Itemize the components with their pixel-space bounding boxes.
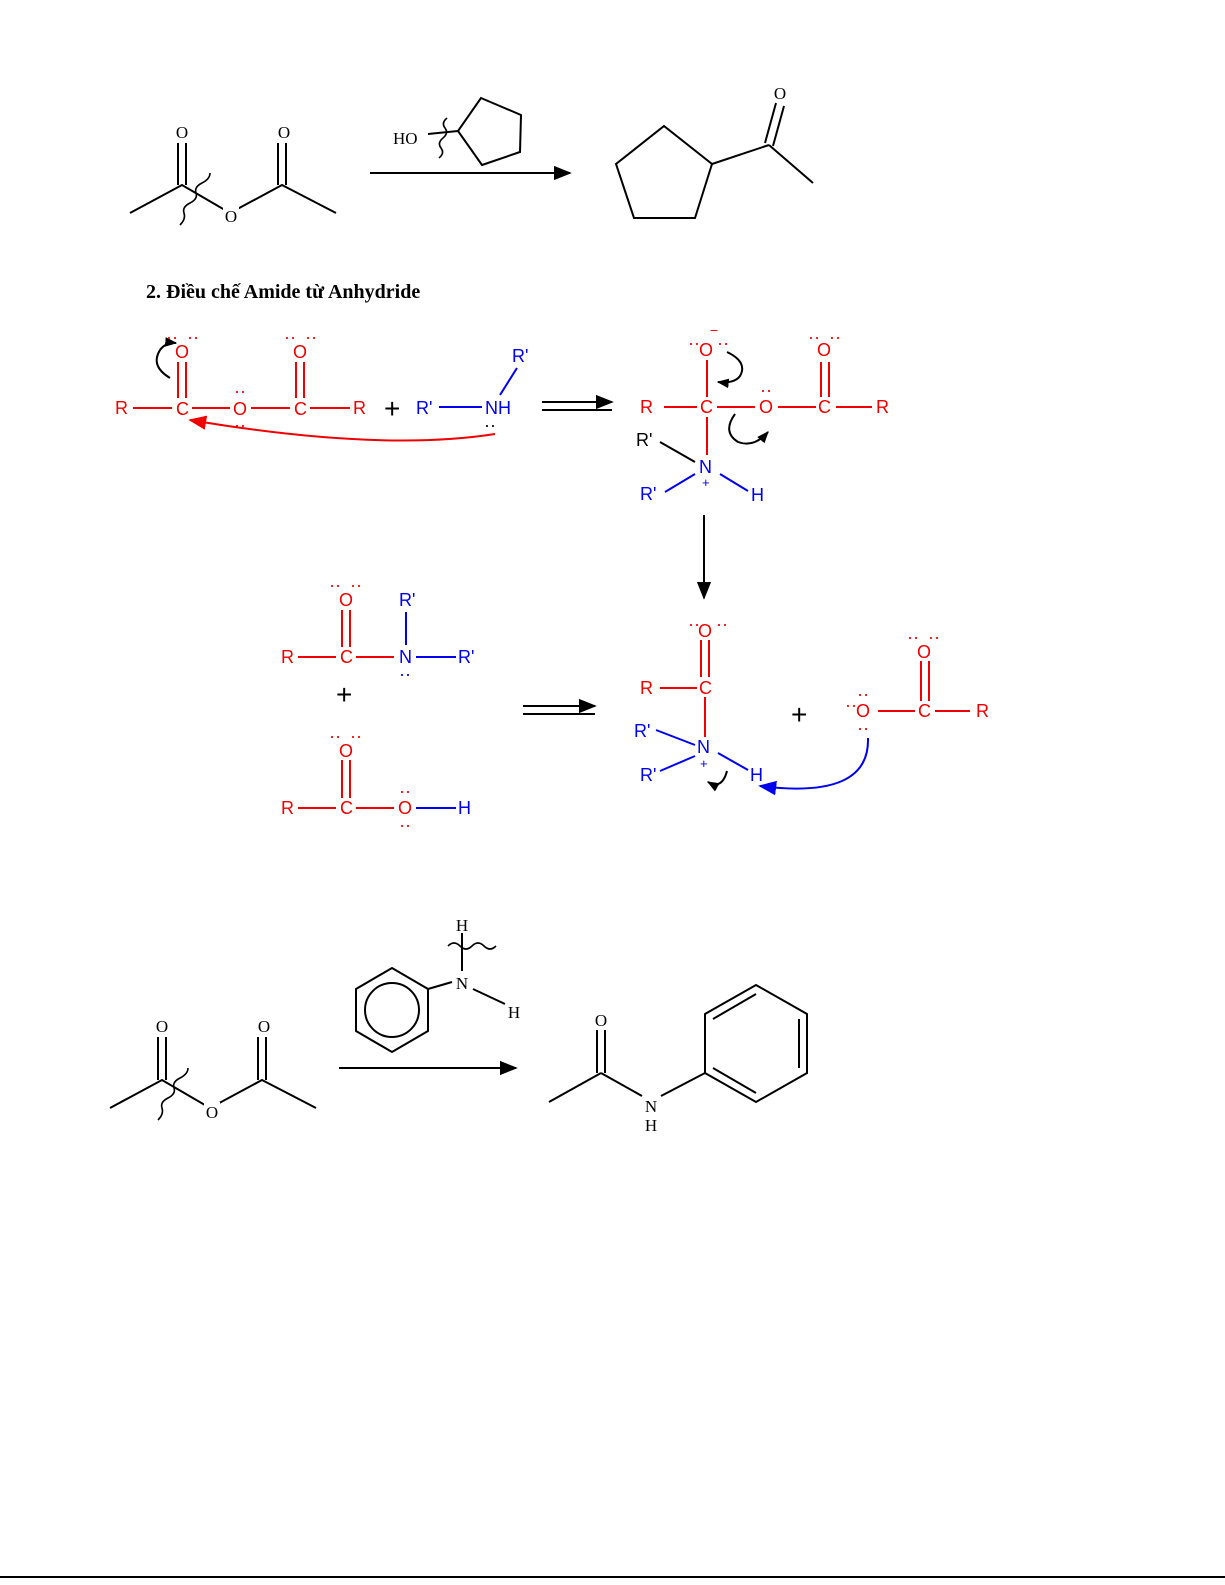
product-co-b xyxy=(773,106,784,146)
atom-label: HO xyxy=(393,129,418,148)
product-co-a xyxy=(765,103,776,143)
lone-pair: ·· xyxy=(187,327,199,347)
lone-pair: ·· xyxy=(760,380,772,400)
atom-label: N xyxy=(697,737,710,757)
atom-label: C xyxy=(294,399,307,419)
lone-pair: ·· xyxy=(688,614,700,634)
atom-label: O xyxy=(156,1017,168,1036)
plus-sign: + xyxy=(336,679,352,710)
atom-label: H xyxy=(750,765,763,785)
atom-label: R' xyxy=(512,346,528,366)
lone-pair: ·· xyxy=(484,415,496,435)
lone-pair: ·· xyxy=(928,627,940,647)
atom-label: H xyxy=(456,916,468,935)
mechanism-step-2-labels: R C O ·· ·· N R' R' ·· + R C O ·· ·· O ·… xyxy=(281,575,989,835)
reagent-o-bond xyxy=(428,131,458,134)
atom-label: R' xyxy=(636,430,652,450)
atom-label: O xyxy=(225,207,237,226)
atom-label: O xyxy=(278,123,290,142)
lone-pair: ·· xyxy=(717,333,729,353)
benzene-ring-reagent xyxy=(356,968,428,1052)
atom-label: R' xyxy=(634,721,650,741)
aromatic-circle xyxy=(365,983,419,1037)
lone-pair: ·· xyxy=(829,327,841,347)
atom-label: R' xyxy=(640,484,656,504)
product-bond-2 xyxy=(769,145,813,183)
atom-label: R xyxy=(976,701,989,721)
atom-label: O xyxy=(258,1017,270,1036)
atom-label: R' xyxy=(416,398,432,418)
plus-sign: + xyxy=(791,699,807,730)
atom-label: O xyxy=(698,621,712,641)
atom-label: H xyxy=(458,798,471,818)
lone-pair: ·· xyxy=(845,695,857,715)
cyclopentane-ring-product xyxy=(616,126,712,218)
reaction-2 xyxy=(110,933,807,1120)
lone-pair: ·· xyxy=(907,627,919,647)
atom-label: R xyxy=(281,647,294,667)
atom-label: R' xyxy=(640,765,656,785)
atom-label: C xyxy=(918,701,931,721)
reaction-1 xyxy=(130,98,813,225)
atom-label: R xyxy=(876,397,889,417)
atom-label: O xyxy=(774,84,786,103)
mechanism-step-1-labels: R C O O C O R ·· ·· ·· ·· ·· ·· + R' NH … xyxy=(115,322,889,505)
lone-pair: ·· xyxy=(688,333,700,353)
lone-pair: ·· xyxy=(399,781,411,801)
lone-pair: ·· xyxy=(399,815,411,835)
product-bond-1 xyxy=(712,145,769,164)
atom-label: N xyxy=(456,974,468,993)
lone-pair: ·· xyxy=(284,327,296,347)
atom-label: C xyxy=(818,397,831,417)
atom-label: N xyxy=(699,457,712,477)
atom-label: C xyxy=(699,678,712,698)
cyclopentane-ring-reagent xyxy=(458,98,521,165)
lone-pair: ·· xyxy=(329,726,341,746)
atom-label: R xyxy=(281,798,294,818)
wavy-cut-reagent-2 xyxy=(448,943,496,949)
atom-label: R' xyxy=(458,647,474,667)
wavy-cut-2 xyxy=(158,1068,188,1120)
atom-label: O xyxy=(759,397,773,417)
atom-label: H xyxy=(751,485,764,505)
plus-sign: + xyxy=(384,393,400,424)
lone-pair: ·· xyxy=(329,575,341,595)
atom-label: R xyxy=(353,398,366,418)
atom-label: C xyxy=(340,798,353,818)
atom-label: N xyxy=(645,1097,657,1116)
atom-label: R xyxy=(640,678,653,698)
lone-pair: ·· xyxy=(234,381,246,401)
atom-label: R xyxy=(115,398,128,418)
lone-pair: ·· xyxy=(808,327,820,347)
atom-label: C xyxy=(340,647,353,667)
lone-pair: ·· xyxy=(857,684,869,704)
atom-label: H xyxy=(508,1003,520,1022)
charge: + xyxy=(702,475,710,490)
atom-label: R' xyxy=(399,590,415,610)
lone-pair: ·· xyxy=(716,614,728,634)
atom-label: C xyxy=(700,397,713,417)
atom-label: O xyxy=(595,1011,607,1030)
atom-label: O xyxy=(206,1103,218,1122)
atom-label: R xyxy=(640,397,653,417)
atom-label: O xyxy=(699,340,713,360)
lone-pair: ·· xyxy=(350,726,362,746)
benzene-ring-product xyxy=(705,985,807,1102)
lone-pair: ·· xyxy=(350,575,362,595)
reaction-2-labels: O O O H N H O N H xyxy=(154,916,657,1135)
lone-pair: ·· xyxy=(857,718,869,738)
reaction-1-labels: O O O HO O xyxy=(174,84,786,226)
page-bottom-rule xyxy=(0,1576,1225,1578)
lone-pair: ·· xyxy=(305,327,317,347)
atom-label: C xyxy=(176,399,189,419)
charge: + xyxy=(700,756,708,771)
lone-pair: ·· xyxy=(399,664,411,684)
lone-pair: ·· xyxy=(234,415,246,435)
lone-pair: ·· xyxy=(166,327,178,347)
atom-label: O xyxy=(176,123,188,142)
wavy-cut-reagent xyxy=(439,118,447,158)
atom-label: H xyxy=(645,1116,657,1135)
